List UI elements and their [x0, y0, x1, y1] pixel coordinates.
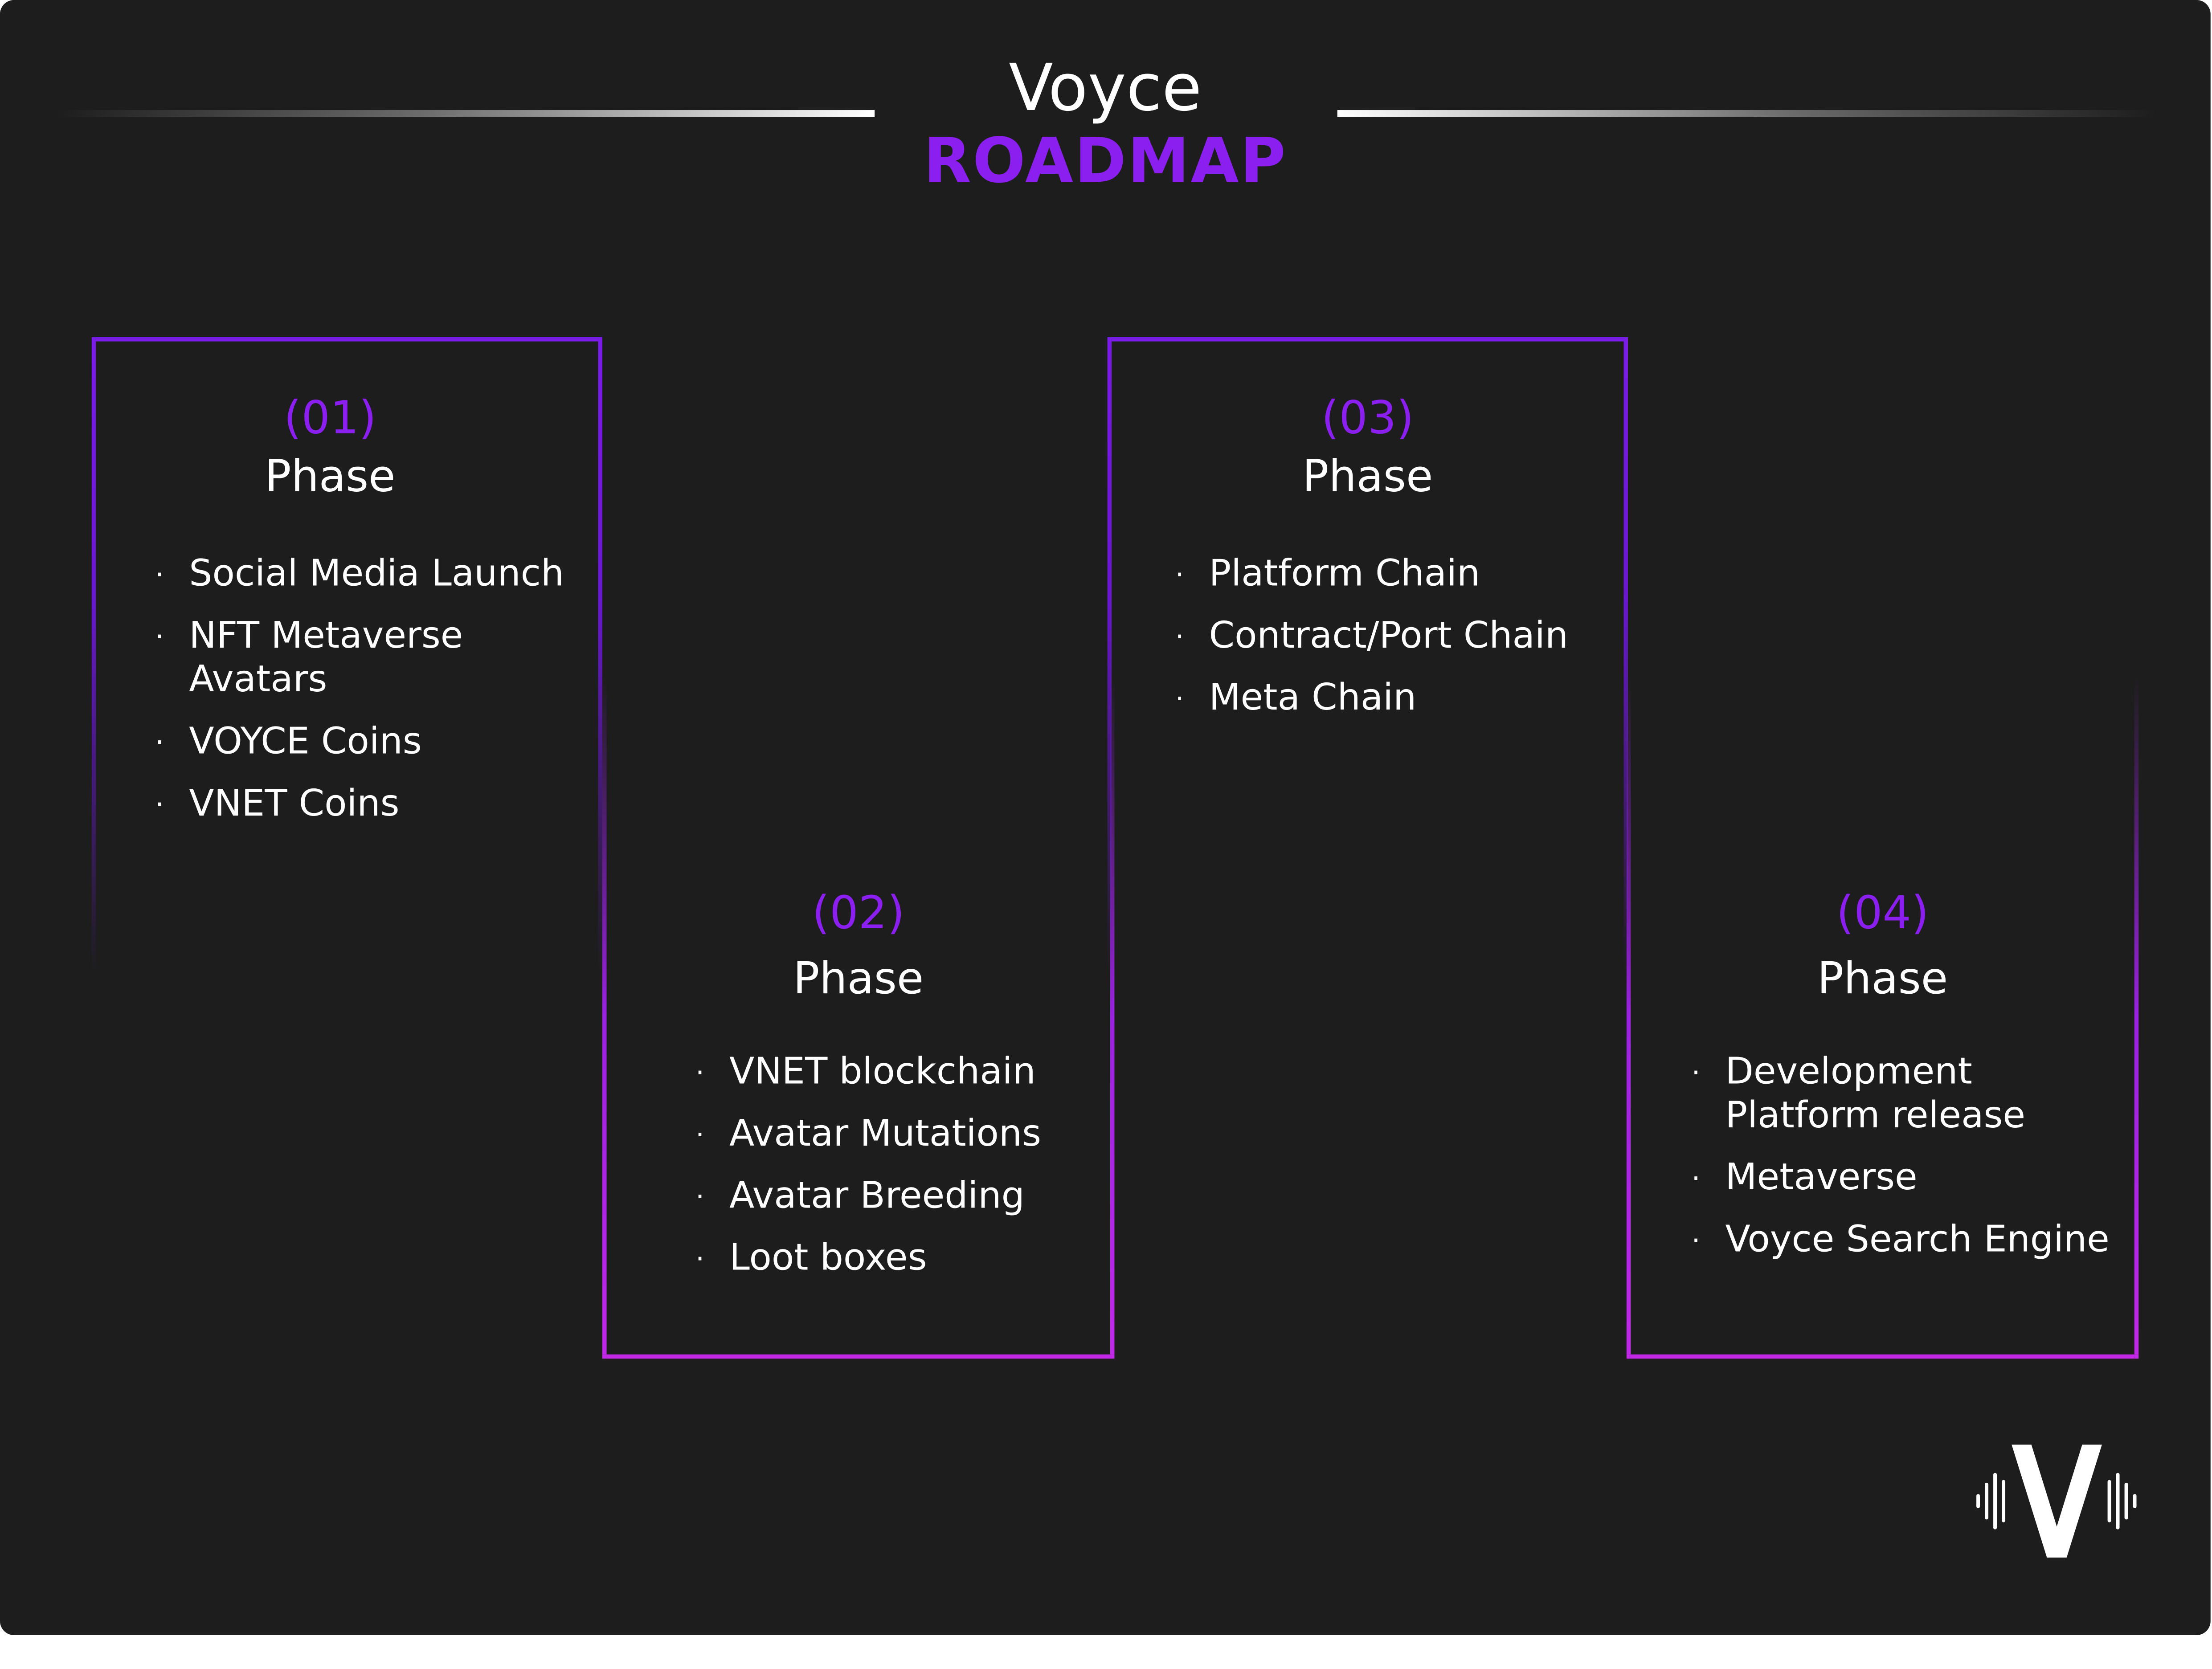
- list-item: · NFT Metaverse Avatars: [155, 615, 578, 702]
- list-item: · Meta Chain: [1175, 677, 1613, 721]
- phase-04-frame: [1626, 677, 2139, 1359]
- bullet-icon: ·: [1175, 619, 1184, 653]
- list-item: · Avatar Mutations: [695, 1113, 1104, 1157]
- bullet-icon: ·: [1691, 1055, 1701, 1090]
- list-item: · Loot boxes: [695, 1237, 1104, 1281]
- phase-02-number: (02): [812, 886, 905, 940]
- list-item-text: Meta Chain: [1209, 677, 1417, 720]
- list-item: · Development Platform release: [1692, 1051, 2115, 1139]
- phase-03-frame: [1107, 337, 1628, 972]
- list-item-text: Contract/Port Chain: [1209, 615, 1569, 658]
- bullet-icon: ·: [1691, 1161, 1701, 1195]
- phase-03-number: (03): [1321, 391, 1414, 445]
- list-item: · VNET Coins: [155, 783, 578, 827]
- bullet-icon: ·: [1175, 681, 1184, 715]
- list-item-text: VNET blockchain: [729, 1051, 1036, 1094]
- list-item: · Platform Chain: [1175, 553, 1613, 597]
- phase-04-number: (04): [1836, 886, 1929, 940]
- phase-02-frame: [602, 677, 1115, 1359]
- voyce-logo-icon: [1976, 1445, 2137, 1558]
- list-item-text: Social Media Launch: [189, 553, 564, 596]
- phase-01-list: · Social Media Launch · NFT Metaverse Avat…: [155, 553, 578, 845]
- roadmap-panel: Voyce ROADMAP (01) Phase · Social Media L…: [0, 0, 2211, 1636]
- bullet-icon: ·: [695, 1055, 705, 1090]
- bullet-icon: ·: [695, 1117, 705, 1151]
- bullet-icon: ·: [155, 787, 164, 821]
- list-item: · VNET blockchain: [695, 1051, 1104, 1095]
- list-item: · Contract/Port Chain: [1175, 615, 1613, 659]
- list-item-text: Avatar Mutations: [729, 1113, 1042, 1156]
- bullet-icon: ·: [695, 1179, 705, 1213]
- list-item: · Voyce Search Engine: [1692, 1219, 2115, 1263]
- list-item-text: VOYCE Coins: [189, 721, 422, 763]
- phase-04-list: · Development Platform release · Metaverse…: [1692, 1051, 2115, 1281]
- list-item: · VOYCE Coins: [155, 721, 578, 765]
- roadmap-title: ROADMAP: [923, 125, 1287, 198]
- header-divider-right: [1337, 110, 2156, 117]
- bullet-icon: ·: [155, 619, 164, 653]
- phase-02-label: Phase: [793, 954, 924, 1005]
- bullet-icon: ·: [1175, 557, 1184, 592]
- list-item-text: Metaverse: [1725, 1157, 1918, 1200]
- list-item-text: Avatar Breeding: [729, 1175, 1025, 1218]
- list-item: · Social Media Launch: [155, 553, 578, 597]
- phase-04-label: Phase: [1817, 954, 1948, 1005]
- phase-02-list: · VNET blockchain · Avatar Mutations · Avat…: [695, 1051, 1104, 1299]
- list-item: · Metaverse: [1692, 1157, 2115, 1200]
- phase-01-number: (01): [283, 391, 376, 445]
- phase-01-label: Phase: [265, 451, 396, 502]
- phase-01-frame: [91, 337, 603, 972]
- list-item-text: Voyce Search Engine: [1725, 1219, 2110, 1261]
- phase-03-label: Phase: [1302, 451, 1433, 502]
- bullet-icon: ·: [155, 557, 164, 592]
- bullet-icon: ·: [695, 1241, 705, 1276]
- phase-03-list: · Platform Chain · Contract/Port Chain · Me…: [1175, 553, 1613, 739]
- list-item-text: Loot boxes: [729, 1237, 927, 1280]
- list-item-text: Development Platform release: [1725, 1051, 2026, 1137]
- list-item-text: Platform Chain: [1209, 553, 1480, 596]
- bullet-icon: ·: [155, 725, 164, 759]
- list-item-text: VNET Coins: [189, 783, 400, 825]
- header-divider-left: [56, 110, 875, 117]
- list-item: · Avatar Breeding: [695, 1175, 1104, 1219]
- bullet-icon: ·: [1691, 1223, 1701, 1257]
- list-item-text: NFT Metaverse Avatars: [189, 615, 463, 702]
- brand-title: Voyce: [1009, 49, 1202, 126]
